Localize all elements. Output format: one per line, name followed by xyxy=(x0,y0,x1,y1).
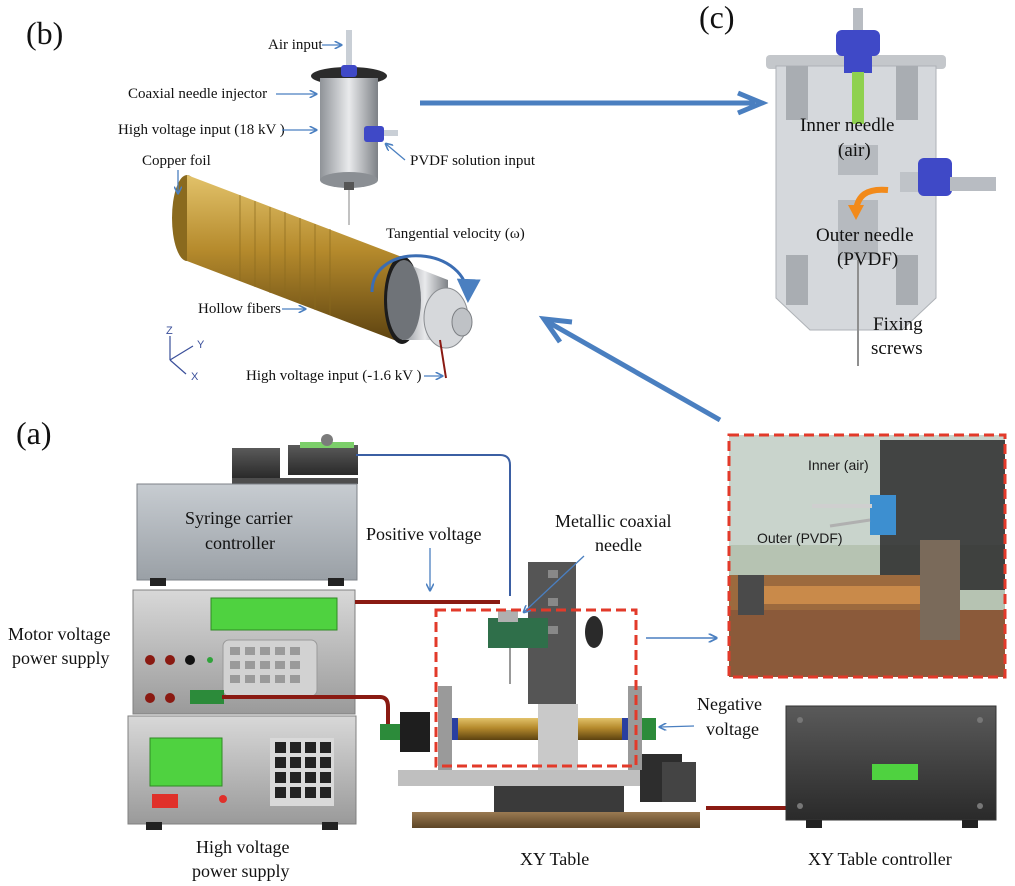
photo-inset: Inner (air) Outer (PVDF) xyxy=(727,433,1007,679)
high-voltage-bottom-label: High voltage input (-1.6 kV ) xyxy=(246,368,422,384)
fixing-screws-label-1: Fixing xyxy=(873,314,923,335)
panel-b-label: (b) xyxy=(26,15,63,51)
fixing-screws-label-2: screws xyxy=(871,338,923,359)
syringe-label-2: controller xyxy=(205,533,275,553)
xy-table-controller: XY Table controller xyxy=(785,705,997,869)
motor-label-1: Motor voltage xyxy=(8,624,110,644)
axis-z-label: Z xyxy=(166,325,173,337)
panel-c-label: (c) xyxy=(699,0,735,35)
panel-c: (c) Inner needle (air) Outer needle (PVD… xyxy=(699,0,996,366)
panel-b: (b) xyxy=(26,15,769,423)
negative-voltage-label-2: voltage xyxy=(706,719,759,739)
photo-inner-label: Inner (air) xyxy=(808,457,869,473)
inner-needle-label-1: Inner needle xyxy=(800,115,894,136)
metallic-needle-label-2: needle xyxy=(595,535,642,555)
arrow-a-to-b xyxy=(546,319,722,423)
axis-triad: Z Y X xyxy=(166,325,205,383)
hollow-fibers-label: Hollow fibers xyxy=(198,301,281,317)
motor-wire xyxy=(222,695,400,732)
xy-table-assembly xyxy=(380,562,700,828)
copper-drum xyxy=(172,175,481,379)
panel-a-label: (a) xyxy=(16,415,52,451)
axis-y-label: Y xyxy=(197,339,205,351)
panel-a: (a) Syringe carrier controller xyxy=(8,415,1007,881)
positive-voltage-label: Positive voltage xyxy=(366,524,482,544)
high-voltage-power-supply: High voltage power supply xyxy=(127,715,357,881)
xy-controller-label: XY Table controller xyxy=(808,849,952,869)
tangential-velocity-label: Tangential velocity (ω) xyxy=(386,226,525,242)
inner-needle-label-2: (air) xyxy=(838,140,871,161)
hv-label-1: High voltage xyxy=(196,837,289,857)
highlight-box-photo xyxy=(727,433,1007,679)
coaxial-needle-injector-label: Coaxial needle injector xyxy=(128,86,267,102)
metallic-needle-label-1: Metallic coaxial xyxy=(555,511,671,531)
coaxial-injector xyxy=(311,30,398,225)
hv-label-2: power supply xyxy=(192,861,290,881)
syringe-pump: Syringe carrier controller xyxy=(136,434,511,596)
copper-foil-label: Copper foil xyxy=(142,153,211,169)
outer-needle-label-1: Outer needle xyxy=(816,225,914,246)
pvdf-solution-input-label: PVDF solution input xyxy=(410,153,536,169)
air-input-label: Air input xyxy=(268,37,323,53)
motor-power-supply: Motor voltage power supply xyxy=(8,589,356,715)
highlight-box-setup xyxy=(434,608,638,768)
xy-table-label: XY Table xyxy=(520,849,589,869)
negative-voltage-label-1: Negative xyxy=(697,694,762,714)
motor-label-2: power supply xyxy=(12,648,110,668)
axis-x-label: X xyxy=(191,371,199,383)
syringe-label-1: Syringe carrier xyxy=(185,508,292,528)
high-voltage-top-label: High voltage input (18 kV ) xyxy=(118,122,285,138)
outer-needle-label-2: (PVDF) xyxy=(837,249,898,270)
photo-outer-label: Outer (PVDF) xyxy=(757,530,843,546)
